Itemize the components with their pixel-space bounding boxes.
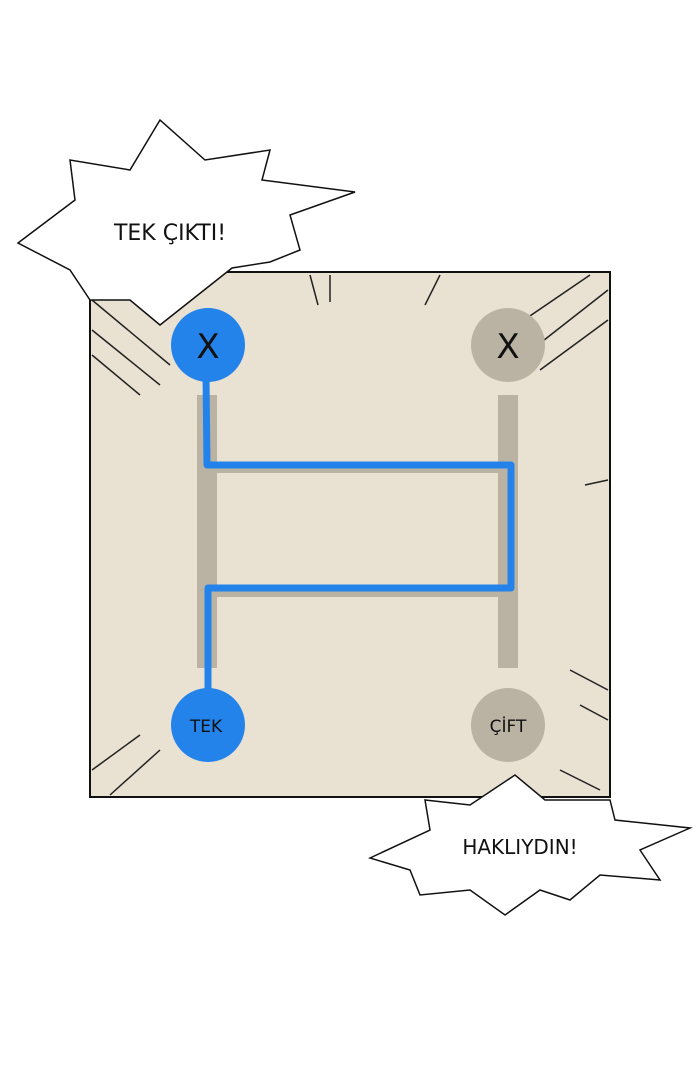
top-right-label: X: [496, 327, 519, 367]
bottom-right-circle: [471, 688, 545, 762]
bottom-left-circle: [171, 688, 245, 762]
highlighted-path: [202, 374, 515, 695]
bottom-right-label: ÇİFT: [490, 716, 527, 737]
bottom-left-label: TEK: [189, 717, 223, 737]
speech-bubble-bottom: [367, 774, 693, 916]
top-right-circle: [471, 308, 545, 382]
top-left-label: X: [196, 327, 219, 367]
speech-text-top: TEK ÇIKTI!: [113, 221, 226, 246]
speech-bubble-top: [16, 118, 356, 326]
speech-text-bottom: HAKLIYDIN!: [462, 835, 577, 859]
lower-rung: [207, 589, 507, 597]
top-left-circle: [171, 308, 245, 382]
upper-rung: [207, 465, 507, 473]
